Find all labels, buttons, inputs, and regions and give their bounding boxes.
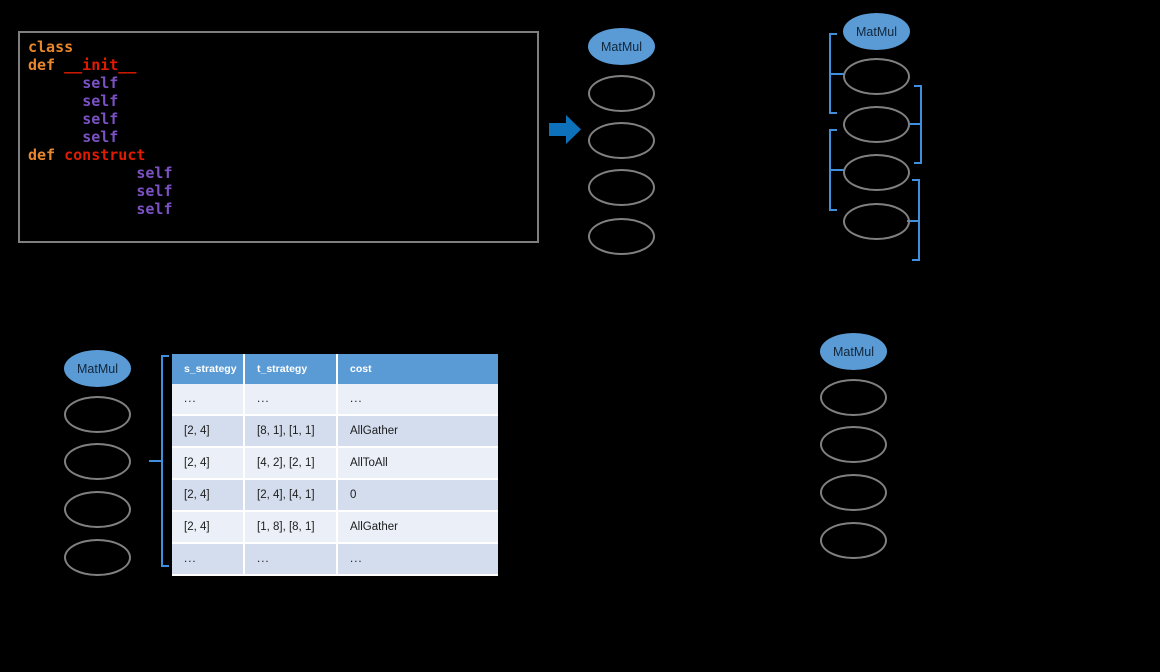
code-token: self xyxy=(82,74,119,92)
code-token: self xyxy=(136,200,173,218)
code-line: self xyxy=(28,200,173,218)
node-blank[interactable] xyxy=(588,218,655,255)
code-line: self xyxy=(28,92,173,110)
column-header-s-strategy: s_strategy xyxy=(172,354,245,384)
table-row[interactable]: [2, 4][8, 1], [1, 1]AllGather xyxy=(172,415,498,448)
table-cell-cost: ... xyxy=(337,384,498,416)
code-token: self xyxy=(136,182,173,200)
table-row[interactable]: [2, 4][4, 2], [2, 1]AllToAll xyxy=(172,447,498,480)
strategy-cost-table-wrapper: s_strategy t_strategy cost .........[2, … xyxy=(172,354,498,576)
node-matmul-head[interactable]: MatMul xyxy=(820,333,887,370)
node-blank[interactable] xyxy=(64,396,131,433)
table-cell-t-strategy: ... xyxy=(244,384,338,416)
node-blank[interactable] xyxy=(64,443,131,480)
node-blank[interactable] xyxy=(843,154,910,191)
code-line: class xyxy=(28,38,173,56)
table-cell-s-strategy: [2, 4] xyxy=(172,479,245,512)
column-header-t-strategy: t_strategy xyxy=(244,354,338,384)
node-blank[interactable] xyxy=(820,474,887,511)
graph-column-2: MatMul xyxy=(843,13,963,285)
column-header-cost: cost xyxy=(337,354,498,384)
node-matmul-head[interactable]: MatMul xyxy=(588,28,655,65)
table-cell-s-strategy: [2, 4] xyxy=(172,447,245,480)
code-token: def xyxy=(28,146,65,164)
node-blank[interactable] xyxy=(64,539,131,576)
table-cell-cost: AllToAll xyxy=(337,447,498,480)
node-blank[interactable] xyxy=(843,203,910,240)
node-blank[interactable] xyxy=(588,122,655,159)
node-blank[interactable] xyxy=(820,522,887,559)
table-cell-s-strategy: [2, 4] xyxy=(172,511,245,544)
table-cell-s-strategy: ... xyxy=(172,384,245,416)
table-body: .........[2, 4][8, 1], [1, 1]AllGather[2… xyxy=(172,384,498,576)
table-row[interactable]: [2, 4][1, 8], [8, 1]AllGather xyxy=(172,511,498,544)
code-token: def xyxy=(28,56,65,74)
code-token: self xyxy=(82,92,119,110)
code-line: self xyxy=(28,182,173,200)
table-cell-t-strategy: [1, 8], [8, 1] xyxy=(244,511,338,544)
node-blank[interactable] xyxy=(820,426,887,463)
strategy-cost-table: s_strategy t_strategy cost .........[2, … xyxy=(172,354,498,576)
graph-column-4: MatMul xyxy=(820,333,910,563)
code-line: self xyxy=(28,110,173,128)
code-token: self xyxy=(136,164,173,182)
graph-column-1: MatMul xyxy=(588,28,678,290)
table-cell-cost: 0 xyxy=(337,479,498,512)
code-line: self xyxy=(28,164,173,182)
table-cell-s-strategy: [2, 4] xyxy=(172,415,245,448)
code-line: self xyxy=(28,74,173,92)
table-cell-cost: AllGather xyxy=(337,511,498,544)
table-cell-t-strategy: [8, 1], [1, 1] xyxy=(244,415,338,448)
node-matmul-head[interactable]: MatMul xyxy=(843,13,910,50)
code-line: def __init__ xyxy=(28,56,173,74)
table-cell-s-strategy: ... xyxy=(172,543,245,576)
node-blank[interactable] xyxy=(843,106,910,143)
node-blank[interactable] xyxy=(843,58,910,95)
node-matmul-head[interactable]: MatMul xyxy=(64,350,131,387)
code-line: self xyxy=(28,128,173,146)
node-blank[interactable] xyxy=(588,169,655,206)
graph-column-3: MatMul xyxy=(64,350,154,580)
table-row[interactable]: ......... xyxy=(172,543,498,576)
code-token: self xyxy=(82,128,119,146)
table-cell-t-strategy: ... xyxy=(244,543,338,576)
table-cell-t-strategy: [4, 2], [2, 1] xyxy=(244,447,338,480)
code-token: __init__ xyxy=(64,56,137,74)
table-header-row: s_strategy t_strategy cost xyxy=(172,354,498,384)
code-token: construct xyxy=(64,146,146,164)
code-line: def construct xyxy=(28,146,173,164)
code-token: self xyxy=(82,110,119,128)
table-row[interactable]: ......... xyxy=(172,384,498,416)
code-token: class xyxy=(28,38,74,56)
node-blank[interactable] xyxy=(820,379,887,416)
table-cell-t-strategy: [2, 4], [4, 1] xyxy=(244,479,338,512)
node-blank[interactable] xyxy=(64,491,131,528)
table-row[interactable]: [2, 4][2, 4], [4, 1]0 xyxy=(172,479,498,512)
table-cell-cost: AllGather xyxy=(337,415,498,448)
table-cell-cost: ... xyxy=(337,543,498,576)
blue-right-arrow-icon xyxy=(547,112,583,148)
node-blank[interactable] xyxy=(588,75,655,112)
